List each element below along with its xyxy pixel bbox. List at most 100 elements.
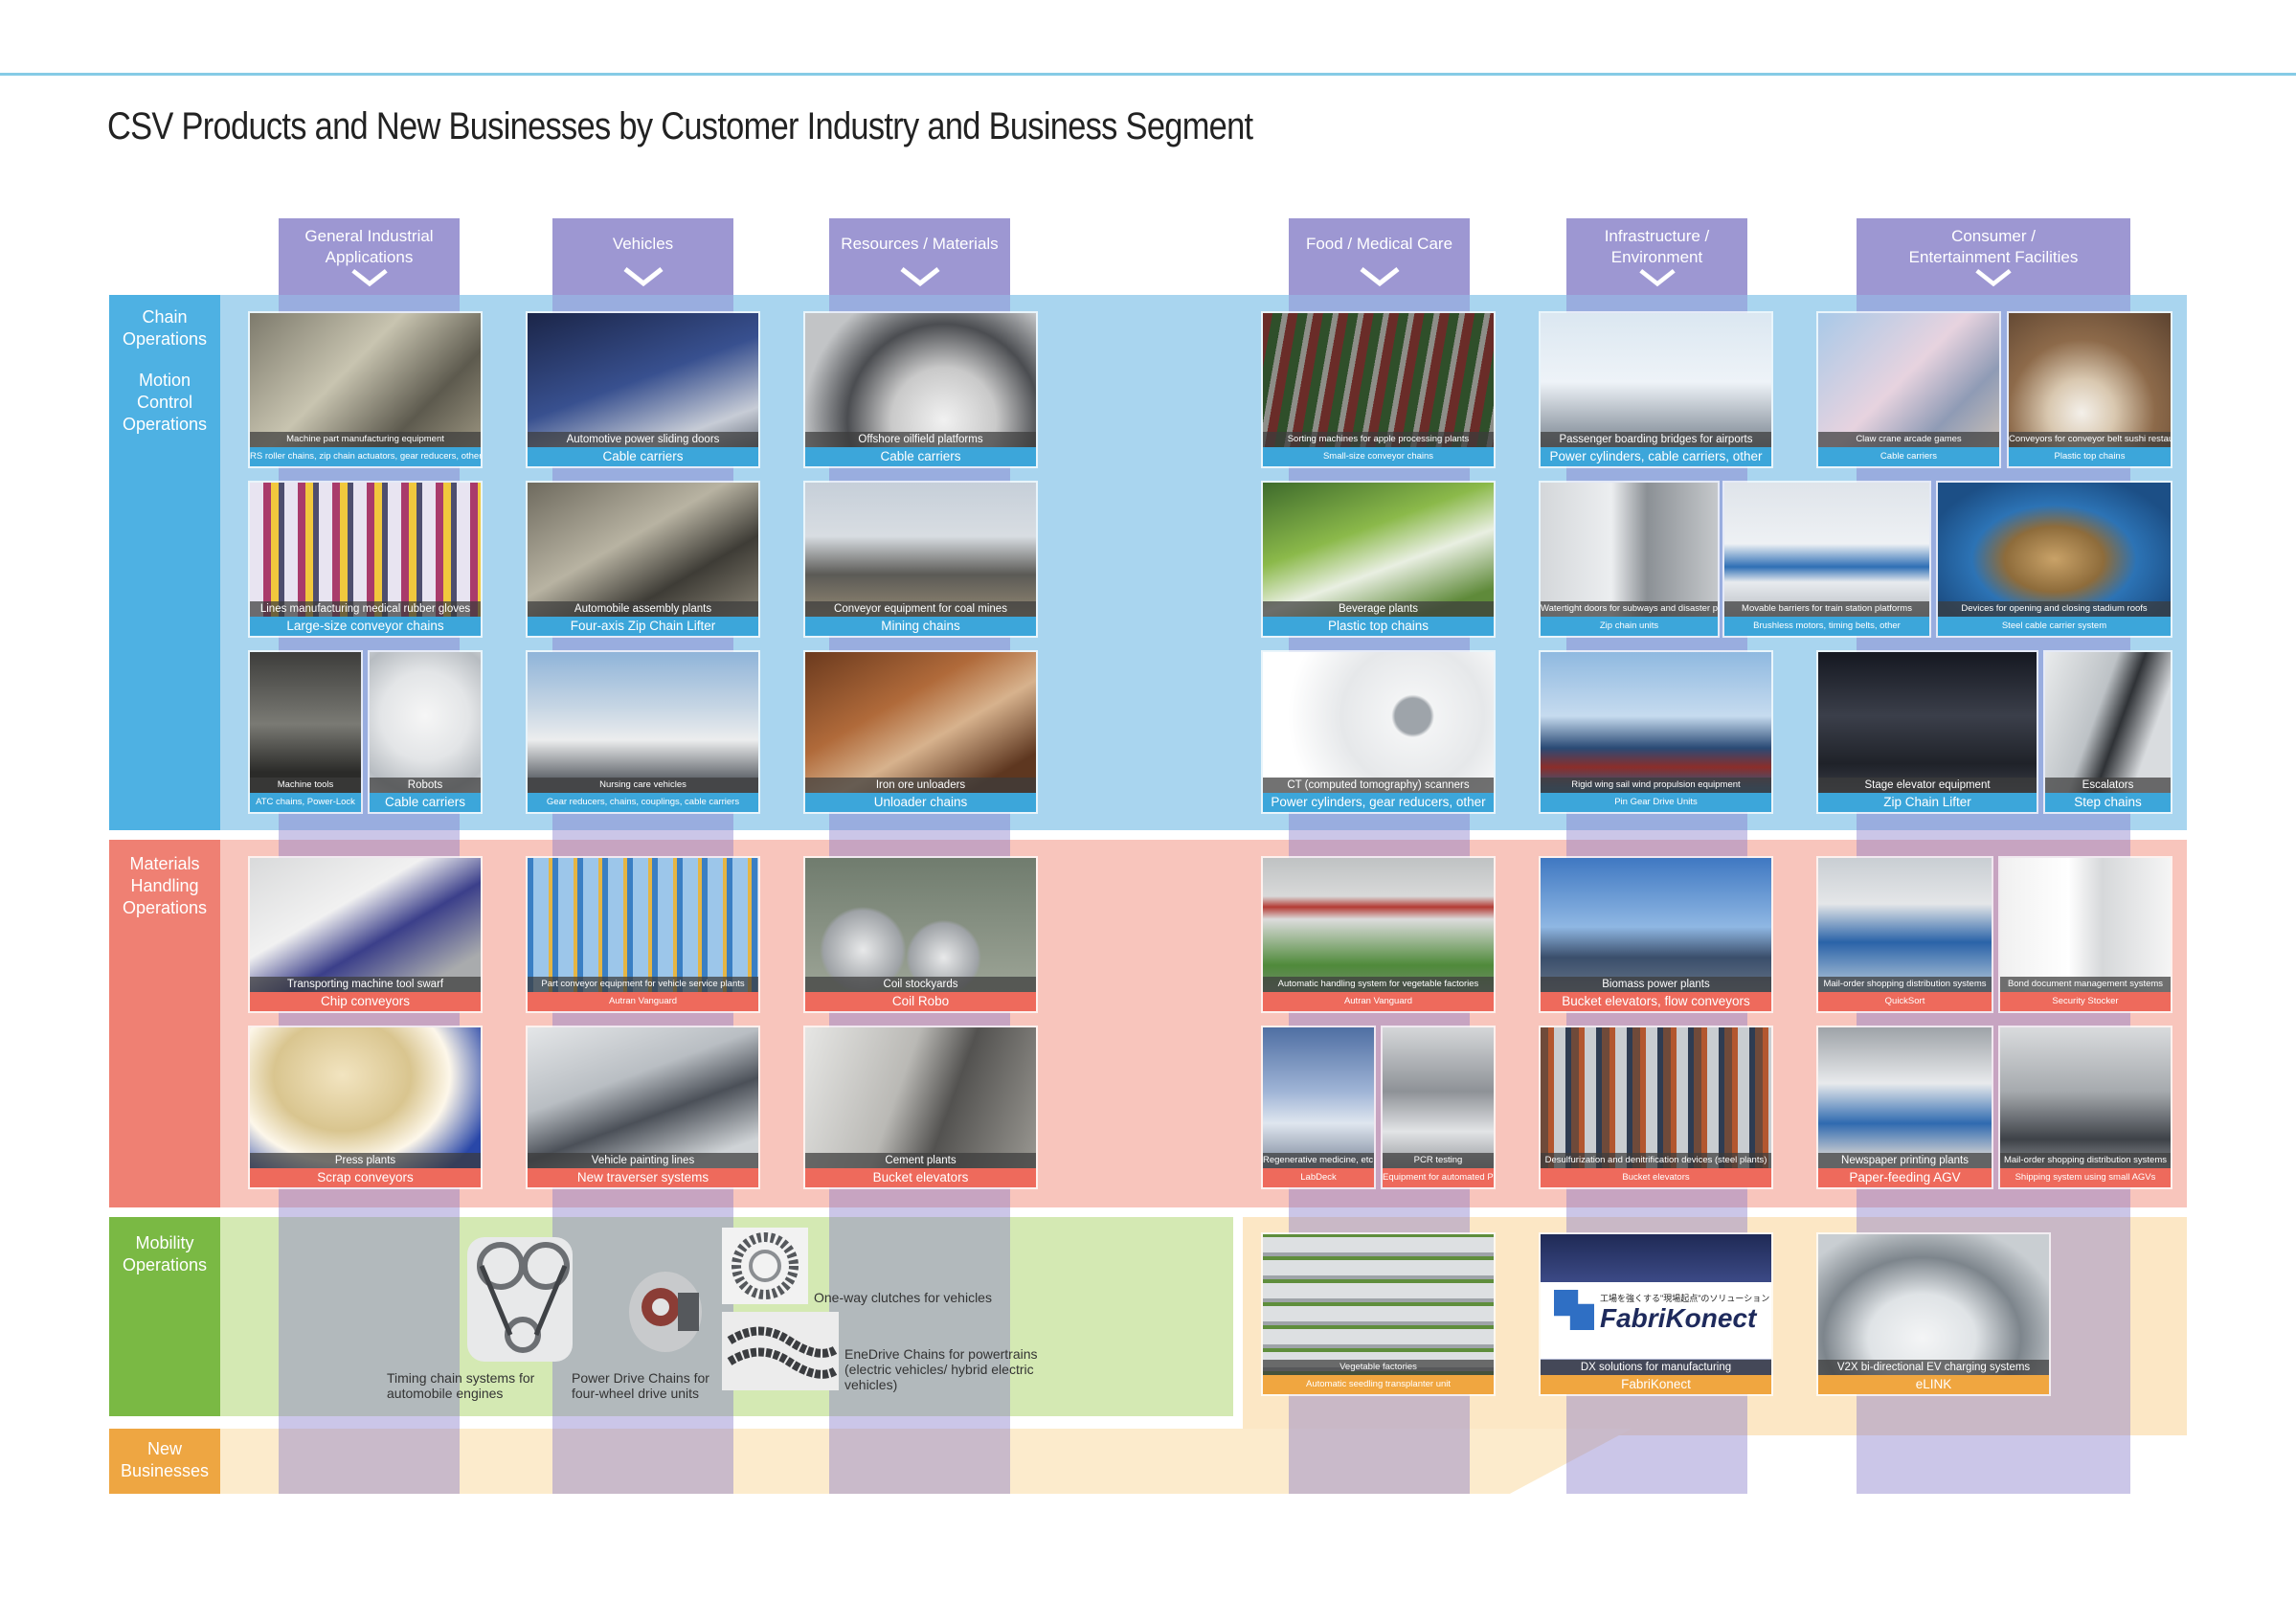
- card-product: Coil Robo: [805, 992, 1036, 1011]
- card-product: Security Stocker: [2000, 992, 2171, 1011]
- card-title: Press plants: [250, 1153, 481, 1168]
- one-way-clutch-image: [722, 1228, 808, 1304]
- card-title: Part conveyor equipment for vehicle serv…: [528, 977, 758, 992]
- card-auto-assembly: Automobile assembly plants Four-axis Zip…: [526, 481, 760, 638]
- card-title: Offshore oilfield platforms: [805, 432, 1036, 447]
- column-label: Consumer / Entertainment Facilities: [1908, 227, 2079, 266]
- card-title: Escalators: [2045, 778, 2171, 793]
- card-bond-document: Bond document management systems Securit…: [1998, 856, 2172, 1013]
- card-title: PCR testing: [1383, 1153, 1494, 1168]
- card-stadium-roofs: Devices for opening and closing stadium …: [1936, 481, 2172, 638]
- card-product: eLINK: [1818, 1375, 2049, 1394]
- card-regenerative: Regenerative medicine, etc. LabDeck: [1261, 1026, 1376, 1189]
- segment-motion: Motion Control Operations: [122, 371, 208, 434]
- card-product: LabDeck: [1263, 1168, 1374, 1187]
- card-title: Devices for opening and closing stadium …: [1938, 601, 2171, 617]
- card-title: Automatic handling system for vegetable …: [1263, 977, 1494, 992]
- card-fabrikonect: 工場を強くする"現場起点"のソリューション FabriKonect DX sol…: [1539, 1232, 1773, 1396]
- page-title: CSV Products and New Businesses by Custo…: [107, 105, 1253, 147]
- card-escalators: Escalators Step chains: [2043, 650, 2172, 814]
- card-title: Watertight doors for subways and disaste…: [1541, 601, 1718, 617]
- card-title: Mail-order shopping distribution systems: [2000, 1153, 2171, 1168]
- card-platform-barriers: Movable barriers for train station platf…: [1722, 481, 1931, 638]
- timing-chain-label: Timing chain systems for automobile engi…: [387, 1370, 535, 1401]
- segment-label-mobility: Mobility Operations: [109, 1217, 220, 1416]
- card-product: Four-axis Zip Chain Lifter: [528, 617, 758, 636]
- segment-label-materials: Materials Handling Operations: [109, 840, 220, 1207]
- card-title: DX solutions for manufacturing: [1541, 1360, 1771, 1375]
- card-rubber-gloves: Lines manufacturing medical rubber glove…: [248, 481, 483, 638]
- power-drive-label: Power Drive Chains for four-wheel drive …: [572, 1370, 709, 1401]
- card-title: Mail-order shopping distribution systems: [1818, 977, 1992, 992]
- card-title: CT (computed tomography) scanners: [1263, 778, 1494, 793]
- chevron-down-icon: [622, 267, 664, 287]
- card-title: V2X bi-directional EV charging systems: [1818, 1360, 2049, 1375]
- card-apple-sorting: Sorting machines for apple processing pl…: [1261, 311, 1496, 468]
- card-title: Beverage plants: [1263, 601, 1494, 617]
- card-product: Scrap conveyors: [250, 1168, 481, 1187]
- card-watertight-doors: Watertight doors for subways and disaste…: [1539, 481, 1720, 638]
- card-title: Nursing care vehicles: [528, 778, 758, 793]
- card-product: Brushless motors, timing belts, other: [1724, 617, 1929, 636]
- card-claw-crane: Claw crane arcade games Cable carriers: [1816, 311, 2001, 468]
- card-sushi: Conveyors for conveyor belt sushi restau…: [2007, 311, 2172, 468]
- card-painting-lines: Vehicle painting lines New traverser sys…: [526, 1026, 760, 1189]
- card-product: Zip chain units: [1541, 617, 1718, 636]
- card-robots: Robots Cable carriers: [368, 650, 483, 814]
- card-biomass: Biomass power plants Bucket elevators, f…: [1539, 856, 1773, 1013]
- power-drive-chain-image: [629, 1272, 702, 1352]
- card-iron-ore: Iron ore unloaders Unloader chains: [803, 650, 1038, 814]
- card-product: Bucket elevators: [805, 1168, 1036, 1187]
- card-product: Plastic top chains: [2009, 447, 2171, 466]
- card-product: Power cylinders, gear reducers, other: [1263, 793, 1494, 812]
- card-product: Autran Vanguard: [528, 992, 758, 1011]
- card-product: Bucket elevators: [1541, 1168, 1771, 1187]
- column-header-infra: Infrastructure / Environment: [1566, 218, 1747, 295]
- card-title: Lines manufacturing medical rubber glove…: [250, 601, 481, 617]
- card-desulfurization: Desulfurization and denitrification devi…: [1539, 1026, 1773, 1189]
- card-stage-elevator: Stage elevator equipment Zip Chain Lifte…: [1816, 650, 2038, 814]
- card-sliding-doors: Automotive power sliding doors Cable car…: [526, 311, 760, 468]
- chevron-down-icon: [1975, 268, 2012, 287]
- column-label: Vehicles: [612, 235, 674, 253]
- card-title: Conveyors for conveyor belt sushi restau…: [2009, 432, 2171, 447]
- card-title: Movable barriers for train station platf…: [1724, 601, 1929, 617]
- card-title: Regenerative medicine, etc.: [1263, 1153, 1374, 1168]
- card-vegetable-handling: Automatic handling system for vegetable …: [1261, 856, 1496, 1013]
- card-machine-tools: Machine tools ATC chains, Power-Lock: [248, 650, 363, 814]
- segment-materials: Materials Handling Operations: [122, 854, 208, 917]
- chevron-down-icon: [1638, 268, 1676, 287]
- fabrikonect-logo-text: FabriKonect: [1600, 1303, 1757, 1333]
- card-title: Sorting machines for apple processing pl…: [1263, 432, 1494, 447]
- card-product: Step chains: [2045, 793, 2171, 812]
- column-header-consumer: Consumer / Entertainment Facilities: [1857, 218, 2130, 295]
- card-title: Conveyor equipment for coal mines: [805, 601, 1036, 617]
- card-title: Claw crane arcade games: [1818, 432, 1999, 447]
- card-boarding-bridges: Passenger boarding bridges for airports …: [1539, 311, 1773, 468]
- card-product: Mining chains: [805, 617, 1036, 636]
- card-product: Bucket elevators, flow conveyors: [1541, 992, 1771, 1011]
- column-header-general: General Industrial Applications: [279, 218, 460, 295]
- card-product: Gear reducers, chains, couplings, cable …: [528, 793, 758, 812]
- card-product: Cable carriers: [528, 447, 758, 466]
- card-product: Paper-feeding AGV: [1818, 1168, 1992, 1187]
- card-title: Desulfurization and denitrification devi…: [1541, 1153, 1771, 1168]
- card-title: Cement plants: [805, 1153, 1036, 1168]
- card-press-plants: Press plants Scrap conveyors: [248, 1026, 483, 1189]
- card-cement: Cement plants Bucket elevators: [803, 1026, 1038, 1189]
- column-header-vehicles: Vehicles: [552, 218, 733, 295]
- card-title: Coil stockyards: [805, 977, 1036, 992]
- card-part-conveyor: Part conveyor equipment for vehicle serv…: [526, 856, 760, 1013]
- card-product: ATC chains, Power-Lock: [250, 793, 361, 812]
- card-title: Machine part manufacturing equipment: [250, 432, 481, 447]
- card-mail-order-1: Mail-order shopping distribution systems…: [1816, 856, 1993, 1013]
- card-title: Transporting machine tool swarf: [250, 977, 481, 992]
- card-title: Robots: [370, 778, 481, 793]
- segment-mobility: Mobility Operations: [122, 1233, 208, 1274]
- card-product: Automatic seedling transplanter unit: [1263, 1375, 1494, 1394]
- card-pcr: PCR testing Equipment for automated PCR …: [1381, 1026, 1496, 1189]
- card-product: Pin Gear Drive Units: [1541, 793, 1771, 812]
- card-product: Unloader chains: [805, 793, 1036, 812]
- card-product: Small-size conveyor chains: [1263, 447, 1494, 466]
- card-product: Shipping system using small AGVs: [2000, 1168, 2171, 1187]
